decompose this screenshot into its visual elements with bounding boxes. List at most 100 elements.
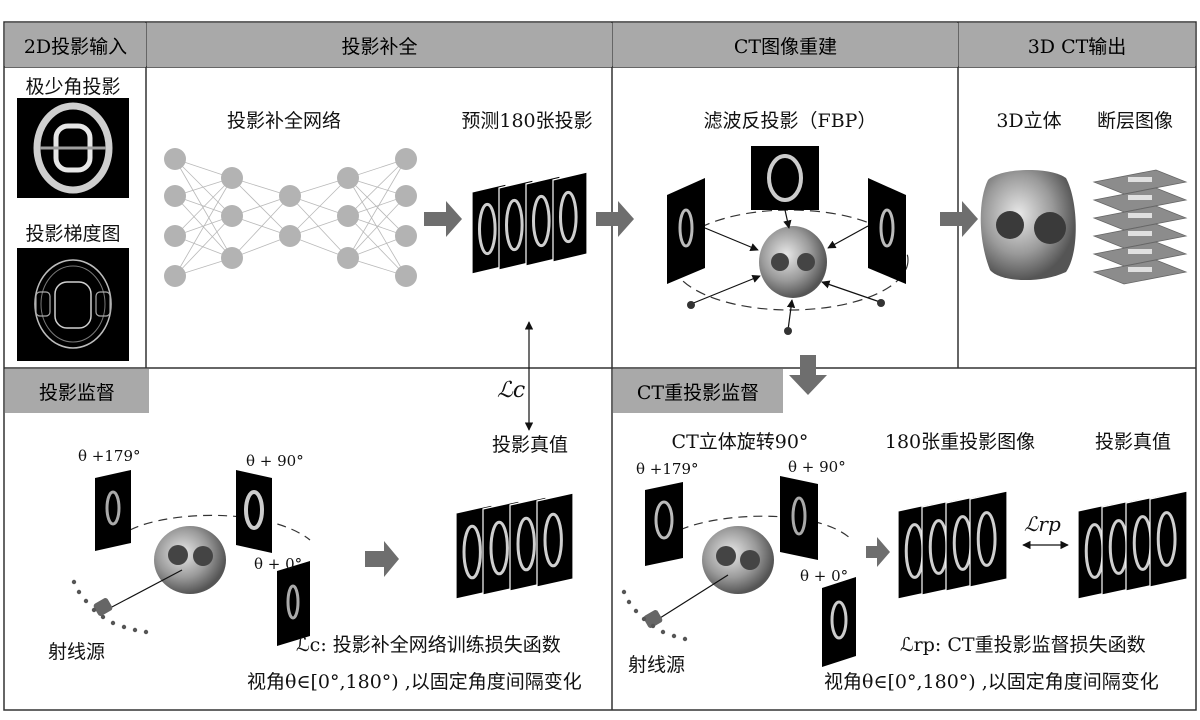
network-edge [174,158,233,217]
header-reconstruction: CT图像重建 [613,23,958,67]
predicted-projection-stack [471,171,588,275]
network-edge [231,177,291,237]
slice-feature [1128,231,1152,236]
ground-truth-label-right: 投影真值 [1094,431,1171,453]
trajectory-dot [110,620,116,626]
ground-truth-stack-left [455,492,574,600]
projection-ring [1156,511,1177,567]
arrow-pred-to-fbp [596,201,634,237]
panel-grid [3,21,1197,711]
network-node [337,247,359,269]
right-supervision-illustration [621,476,856,667]
arrow-fbp-to-output [940,201,978,237]
network-node [221,205,243,227]
header-ct-supervision: CT重投影监督 [613,369,783,413]
view-range-left: 视角θ∈[0°,180°) ,以固定角度间隔变化 [247,671,582,693]
reprojection-label: 180张重投影图像 [884,431,1036,453]
projection-ring [559,190,578,244]
arrow-left-supervision [365,541,399,577]
trajectory-dot [143,629,149,635]
network-node [164,148,186,170]
trajectory-dot [660,629,666,635]
projection-ring [478,202,497,256]
volume-label: 3D立体 [996,110,1062,132]
flow-arrows [365,201,978,577]
network-node [164,225,186,247]
header-completion: 投影补全 [147,23,612,67]
network-edge [347,195,407,259]
trajectory-dot [621,589,627,595]
header-input: 2D投影输入 [5,23,146,67]
ground-truth-projection [1149,490,1188,588]
header-output: 3D CT输出 [959,23,1195,67]
network-edge [174,215,233,277]
network-node [221,167,243,189]
network-node [221,247,243,269]
network-node [395,185,417,207]
slice-feature [1128,195,1152,200]
ground-truth-stack-right [1077,490,1188,600]
angle-90-right: θ + 90° [788,458,846,476]
completion-network-nodes [164,148,417,287]
network-edge [174,177,233,277]
projection-ring [505,198,524,252]
ground-truth-label-left: 投影真值 [491,434,568,456]
trajectory-dot [121,624,127,630]
fbp-illustration [667,146,909,335]
fbp-label: 滤波反投影（FBP） [703,110,877,132]
projection-ring [532,194,551,248]
loss-rp-symbol: ℒrp [1024,512,1061,536]
network-node [395,225,417,247]
source-label-right: 射线源 [628,654,686,676]
projection-ring [543,512,563,568]
source-label-left: 射线源 [48,641,106,663]
trajectory-dot [76,589,82,595]
slice-feature [1128,213,1152,218]
loss-c-description: ℒc: 投影补全网络训练损失函数 [296,634,561,656]
trajectory-dot [682,636,688,642]
header-proj-supervision: 投影监督 [5,369,149,413]
ground-truth-projection [536,492,574,588]
slice-feature [1128,249,1152,254]
angle-90-left: θ + 90° [246,452,304,470]
volume-3d-render [980,169,1076,281]
trajectory-dot [671,633,677,639]
view-range-right: 视角θ∈[0°,180°) ,以固定角度间隔变化 [824,671,1159,693]
network-edge [347,177,407,237]
completion-network-diagram [174,158,407,277]
gradient-map-label: 投影梯度图 [25,223,121,245]
network-edge [347,158,407,259]
reprojection-image [969,490,1008,588]
network-edge [174,177,233,237]
network-node [337,205,359,227]
trajectory-dot [633,608,639,614]
network-edge [289,195,349,259]
network-node [337,167,359,189]
trajectory-dot [71,579,77,585]
network-edge [174,158,233,259]
projection-ring [976,511,997,567]
network-edge [289,177,349,237]
predicted-projections-label: 预测180张投影 [461,110,593,132]
trajectory-dot [626,599,632,605]
angle-0-left: θ + 0° [254,555,303,573]
predicted-projection [552,171,588,263]
trajectory-dot [650,623,656,629]
slice-feature [1128,267,1152,272]
slices-label: 断层图像 [1096,110,1173,132]
sparse-projection-image [17,98,129,198]
network-edge [231,195,291,259]
reprojection-stack [897,490,1008,600]
slice-feature [1128,177,1152,182]
angle-0-right: θ + 0° [800,567,849,585]
network-node [164,185,186,207]
trajectory-dot [91,607,97,613]
projection-ring [462,524,482,580]
network-label: 投影补全网络 [226,110,341,132]
arrow-right-supervision [866,537,890,567]
trajectory-dot [132,627,138,633]
trajectory-dot [100,614,106,620]
trajectory-dot [83,598,89,604]
tomographic-slices [1092,169,1188,285]
